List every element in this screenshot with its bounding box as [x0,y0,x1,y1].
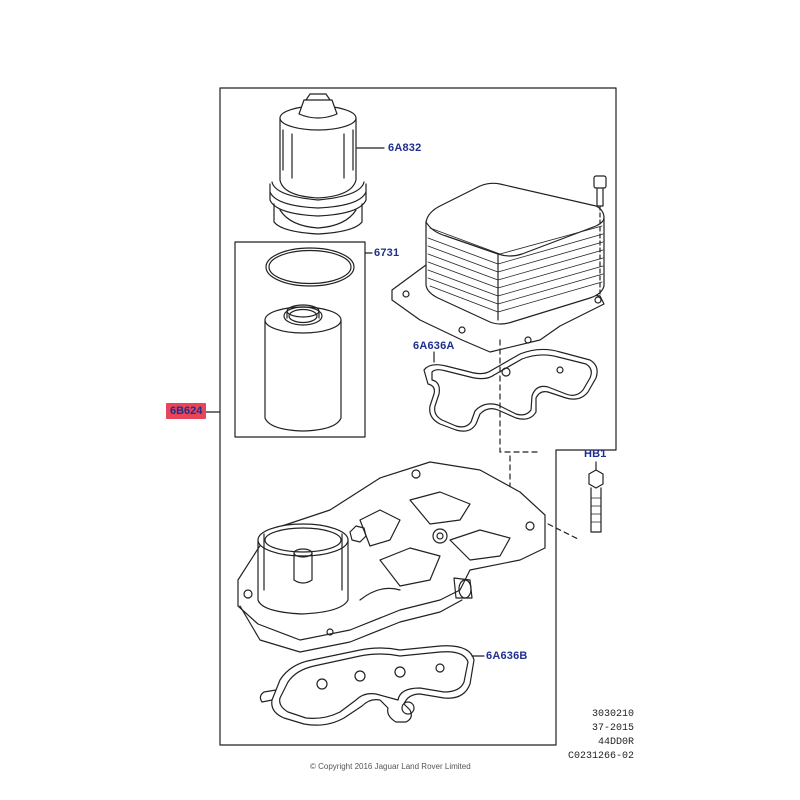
callout-6a636b[interactable]: 6A636B [486,650,528,662]
filter-element [264,247,355,432]
filter-housing [237,461,546,653]
cooler-bolt [593,175,607,297]
copyright-notice: © Copyright 2016 Jaguar Land Rover Limit… [310,762,471,771]
assembly-path [499,411,541,453]
gasket-lower [259,645,475,726]
filter-kit-box [234,241,366,438]
oil-cooler [391,182,605,353]
ref-line-4: C0231266-02 [567,751,634,762]
ref-line-1: 3030210 [591,709,634,720]
callout-hb1[interactable]: HB1 [584,448,607,460]
ref-line-3: 44DD0R [597,737,634,748]
callout-6a832[interactable]: 6A832 [388,142,422,154]
reference-block: 3030210 37-2015 44DD0R C0231266-02 [560,708,634,764]
assembly-frame [219,87,617,746]
callout-6731[interactable]: 6731 [374,247,400,259]
callout-6b624-highlighted[interactable]: 6B624 [166,403,207,419]
housing-bolt [588,469,604,533]
oil-filter-cap [269,93,367,235]
ref-line-2: 37-2015 [591,723,634,734]
callout-6a636a[interactable]: 6A636A [413,340,455,352]
gasket-upper [423,348,598,432]
